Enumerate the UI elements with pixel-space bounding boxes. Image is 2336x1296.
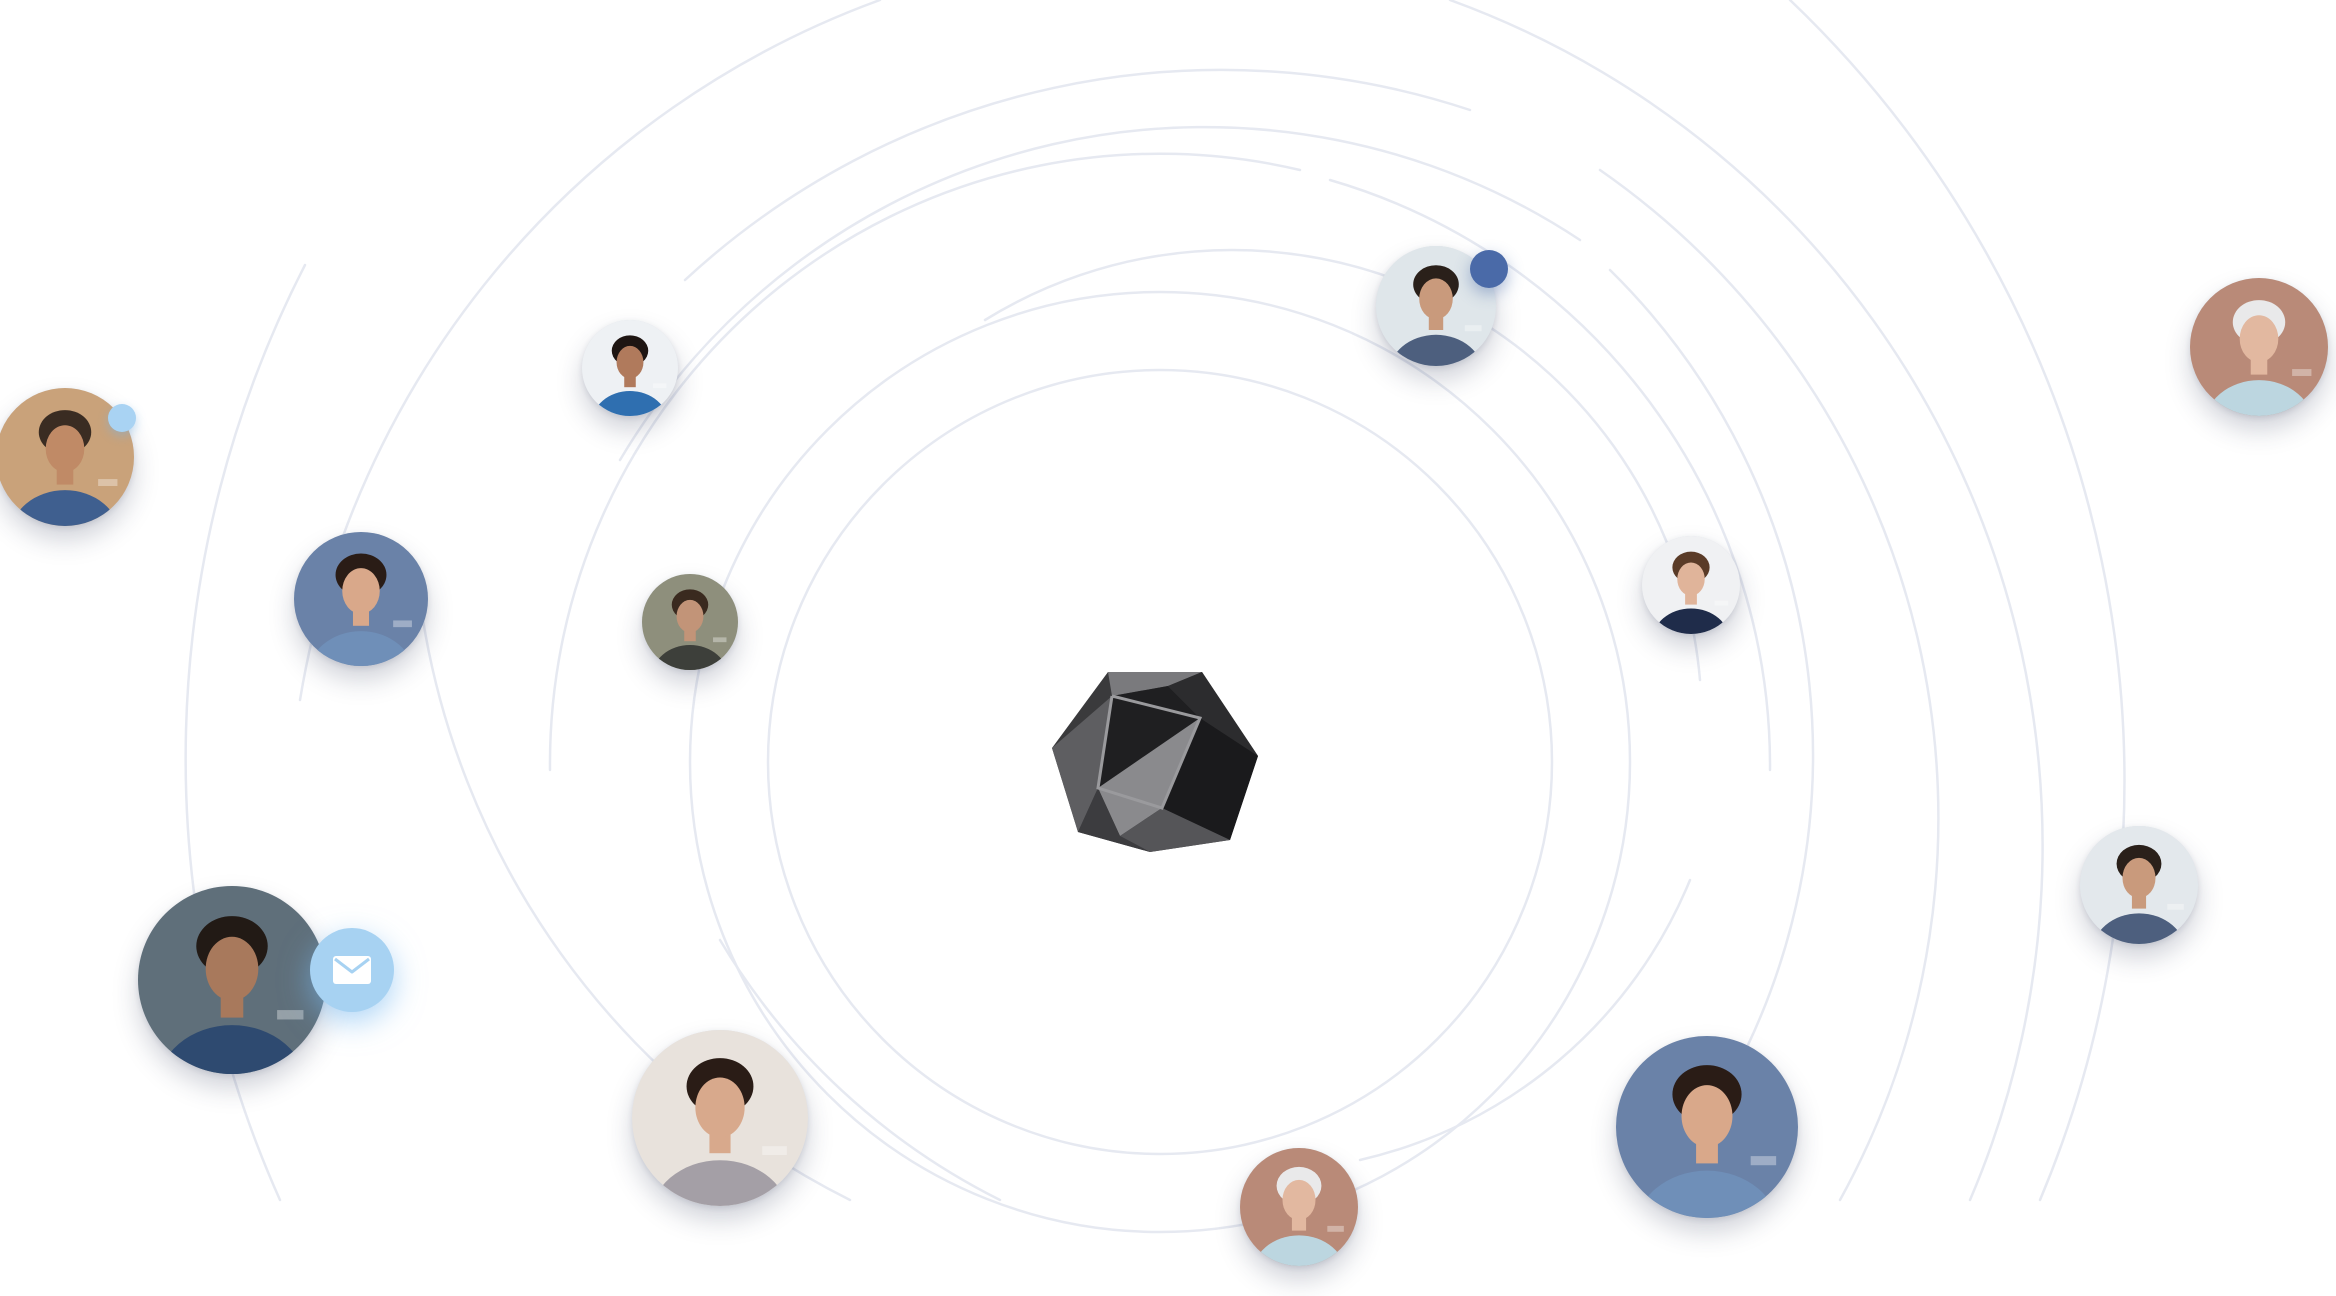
person-avatar[interactable] (642, 574, 738, 670)
icosahedron-logo-icon (1052, 672, 1258, 852)
portrait-photo (2190, 278, 2328, 416)
portrait-photo (632, 1030, 808, 1206)
portrait-photo (582, 320, 678, 416)
orbit-ring-8 (184, 0, 2126, 1202)
person-avatar[interactable] (294, 532, 428, 666)
person-avatar[interactable] (1616, 1036, 1798, 1218)
person-avatar[interactable] (1642, 536, 1740, 634)
person-avatar[interactable] (1376, 246, 1496, 366)
portrait-photo (294, 532, 428, 666)
mail-notification-button[interactable] (310, 928, 394, 1012)
orbit-ring-2 (688, 290, 1632, 1234)
portrait-photo (1642, 536, 1740, 634)
person-avatar[interactable] (582, 320, 678, 416)
person-avatar[interactable] (1240, 1148, 1358, 1266)
orbit-ring-4 (548, 152, 1772, 772)
person-avatar[interactable] (2080, 826, 2198, 944)
portrait-photo (1240, 1148, 1358, 1266)
person-avatar[interactable] (2190, 278, 2328, 416)
status-dot (1470, 250, 1508, 288)
envelope-icon (333, 956, 371, 984)
orbit-ring-5 (618, 125, 1815, 1202)
status-dot (108, 404, 136, 432)
portrait-photo (138, 886, 326, 1074)
portrait-photo (2080, 826, 2198, 944)
orbit-ring-1 (766, 368, 1554, 1156)
portrait-photo (642, 574, 738, 670)
orbit-ring-7 (298, 0, 2044, 1202)
person-avatar[interactable] (632, 1030, 808, 1206)
portrait-photo (1616, 1036, 1798, 1218)
person-avatar[interactable] (138, 886, 326, 1074)
center-logo (1050, 668, 1260, 854)
